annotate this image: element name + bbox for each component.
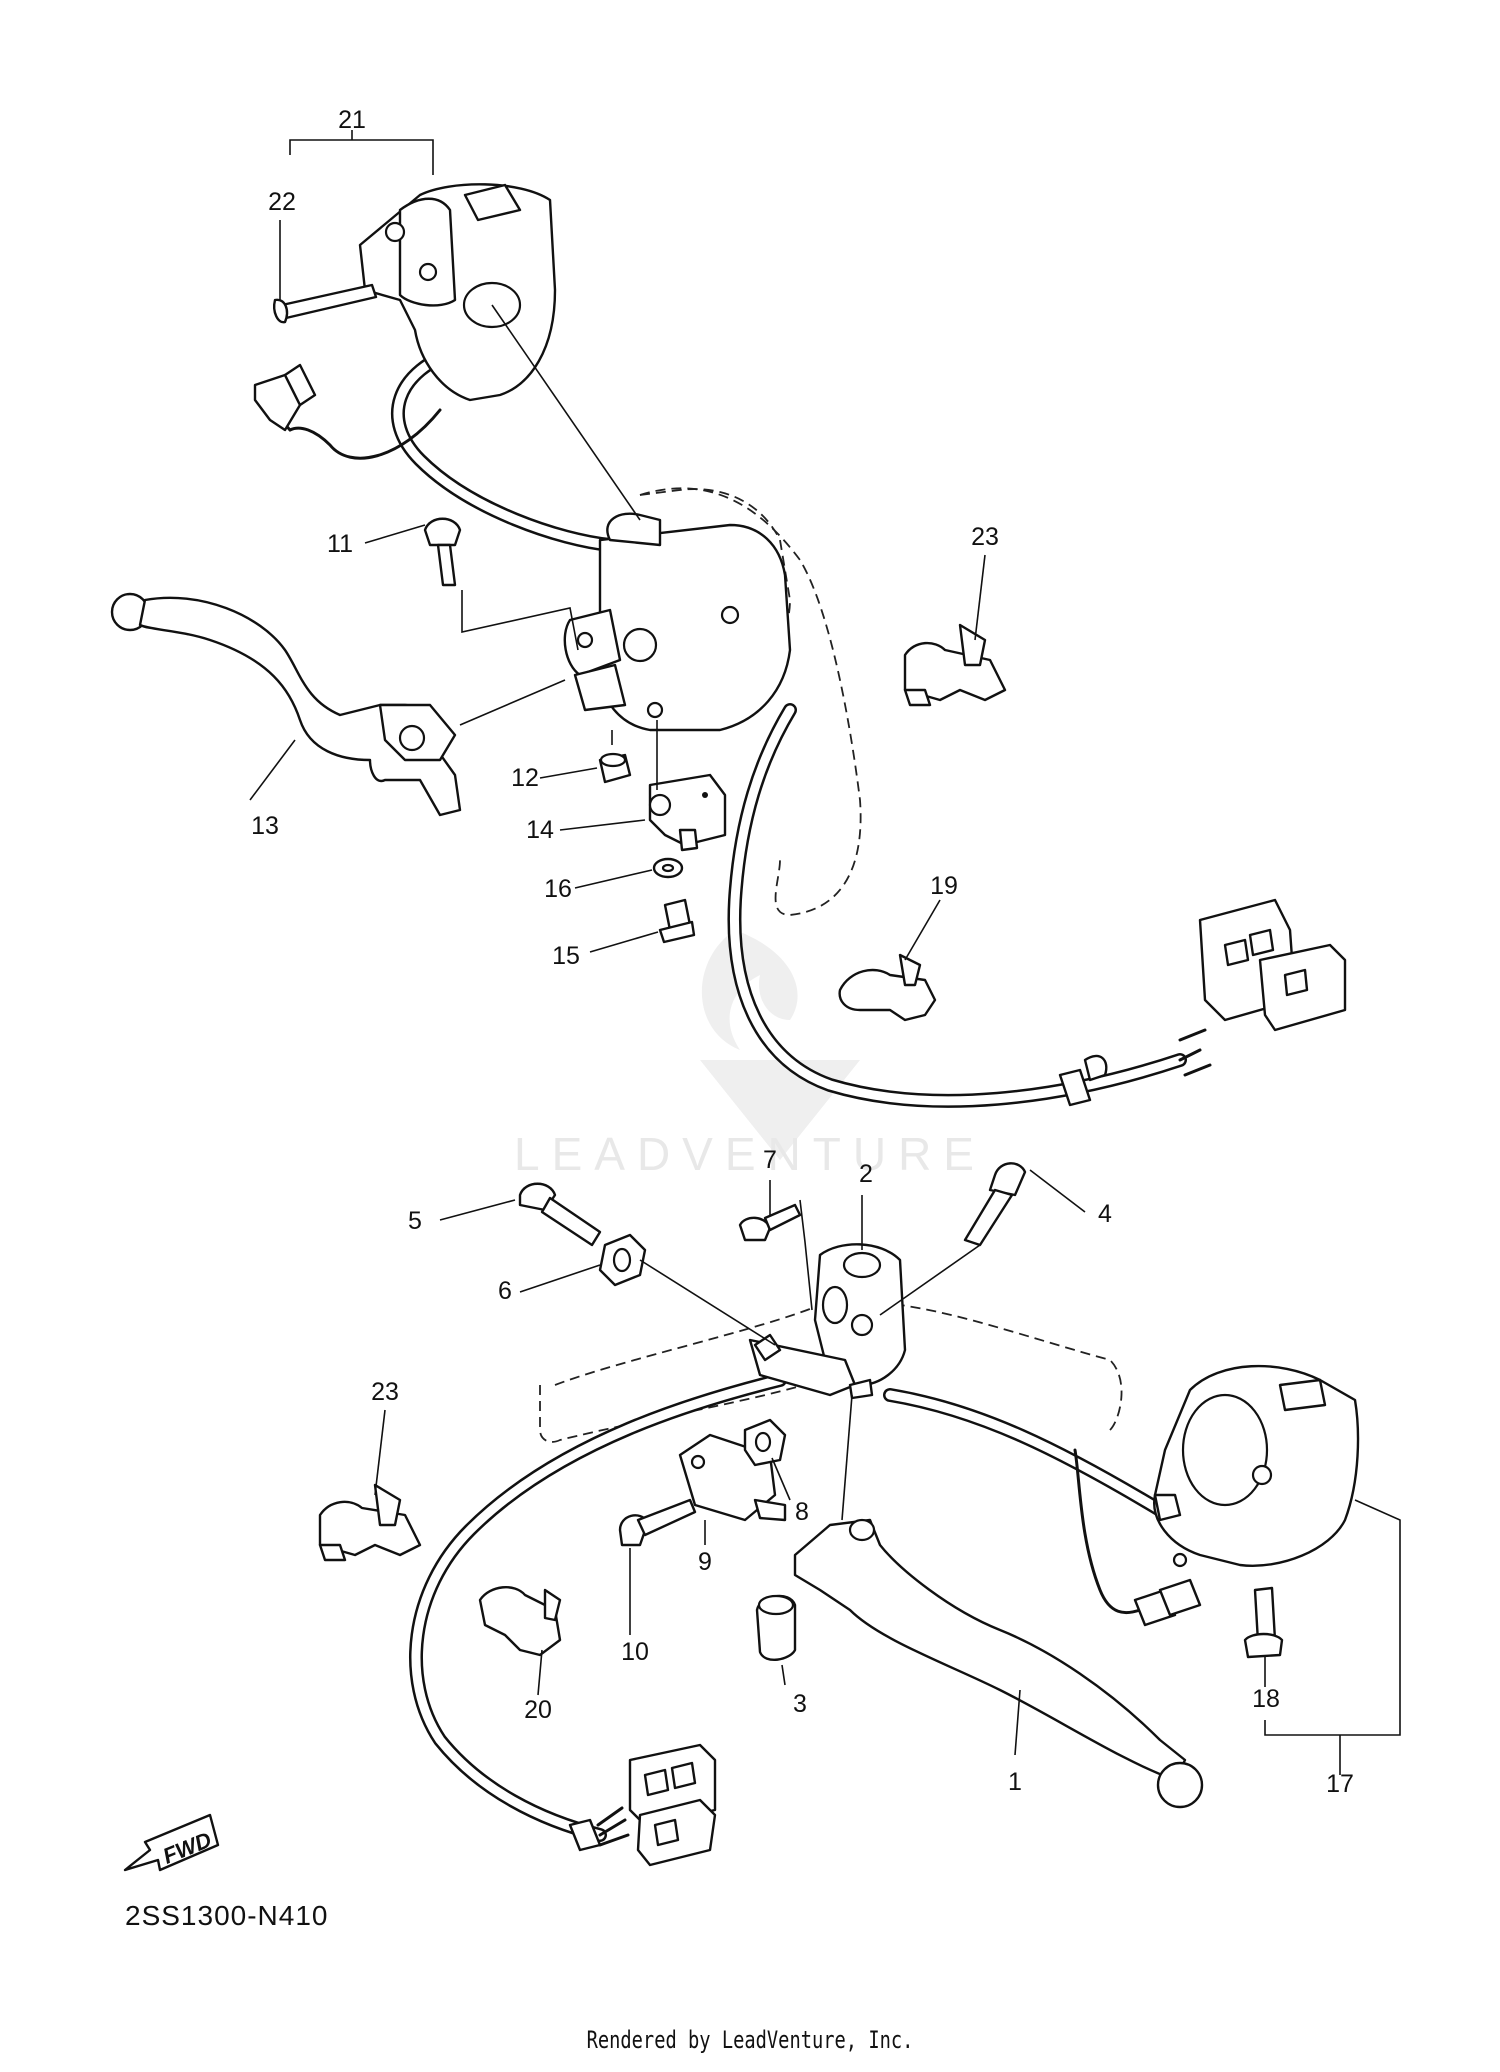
left-handlebar-switch bbox=[358, 183, 557, 402]
nut-part-12 bbox=[598, 752, 632, 784]
screw-part-10 bbox=[618, 1498, 697, 1547]
callout-3: 3 bbox=[793, 1690, 807, 1718]
leader-lines bbox=[249, 130, 1401, 1775]
callout-21: 21 bbox=[338, 106, 366, 134]
watermark-text: LEADVENTURE bbox=[514, 1128, 986, 1180]
callout-17: 17 bbox=[1326, 1770, 1354, 1798]
callout-4: 4 bbox=[1098, 1200, 1112, 1228]
bolt-part-5 bbox=[518, 1182, 602, 1247]
callout-14: 14 bbox=[526, 816, 554, 844]
callout-numbers: 21 22 11 23 12 13 14 16 19 15 7 2 4 5 6 … bbox=[251, 106, 1354, 1798]
callout-10: 10 bbox=[621, 1638, 649, 1666]
callout-13: 13 bbox=[251, 812, 279, 840]
switch-connector-small bbox=[1133, 1578, 1202, 1627]
callout-8: 8 bbox=[795, 1498, 809, 1526]
clamp-part-20 bbox=[478, 1586, 562, 1657]
clamp-part-19 bbox=[838, 953, 937, 1022]
screw-part-22 bbox=[273, 283, 378, 324]
handlebar-outline-upper bbox=[639, 487, 862, 916]
footer-credit: Rendered by LeadVenture, Inc. bbox=[586, 2026, 914, 2054]
lever-holder-part-2 bbox=[748, 1243, 907, 1400]
wire-band-upper bbox=[1058, 1054, 1108, 1107]
master-cylinder-body bbox=[563, 512, 792, 732]
callout-22: 22 bbox=[268, 188, 296, 216]
nut-part-8 bbox=[743, 1418, 787, 1467]
callout-9: 9 bbox=[698, 1548, 712, 1576]
callout-6: 6 bbox=[498, 1277, 512, 1305]
clamp-part-23-upper bbox=[903, 623, 1007, 707]
bolt-part-4 bbox=[963, 1162, 1027, 1247]
diagram-code: 2SS1300-N410 bbox=[125, 1900, 329, 1931]
right-handlebar-switch bbox=[1153, 1364, 1360, 1568]
callout-19: 19 bbox=[930, 872, 958, 900]
screw-part-18 bbox=[1243, 1586, 1284, 1659]
brake-switch-part-14 bbox=[648, 773, 727, 852]
callout-1: 1 bbox=[1008, 1768, 1022, 1796]
clamp-part-23-lower bbox=[318, 1483, 422, 1562]
callout-5: 5 bbox=[408, 1207, 422, 1235]
wire-terminals-upper bbox=[253, 363, 317, 432]
callout-7: 7 bbox=[763, 1146, 777, 1174]
nut-part-6 bbox=[598, 1233, 647, 1287]
bolt-part-11 bbox=[423, 517, 462, 587]
connector-lower bbox=[568, 1743, 717, 1867]
brake-lever-part-13 bbox=[110, 592, 462, 817]
bolt-part-7 bbox=[738, 1203, 802, 1242]
callout-23-lower: 23 bbox=[371, 1378, 399, 1406]
connector-upper bbox=[1178, 898, 1347, 1077]
callout-15: 15 bbox=[552, 942, 580, 970]
callout-20: 20 bbox=[524, 1696, 552, 1724]
callout-23-upper: 23 bbox=[971, 523, 999, 551]
callout-16: 16 bbox=[544, 875, 572, 903]
callout-11: 11 bbox=[327, 530, 353, 558]
collar-part-3 bbox=[755, 1594, 797, 1661]
callout-2: 2 bbox=[859, 1160, 873, 1188]
forward-direction-badge: FWD bbox=[123, 1813, 220, 1872]
callout-18: 18 bbox=[1252, 1685, 1280, 1713]
screw-part-15 bbox=[658, 898, 696, 944]
clutch-lever-part-1 bbox=[793, 1518, 1204, 1809]
callout-12: 12 bbox=[511, 764, 539, 792]
